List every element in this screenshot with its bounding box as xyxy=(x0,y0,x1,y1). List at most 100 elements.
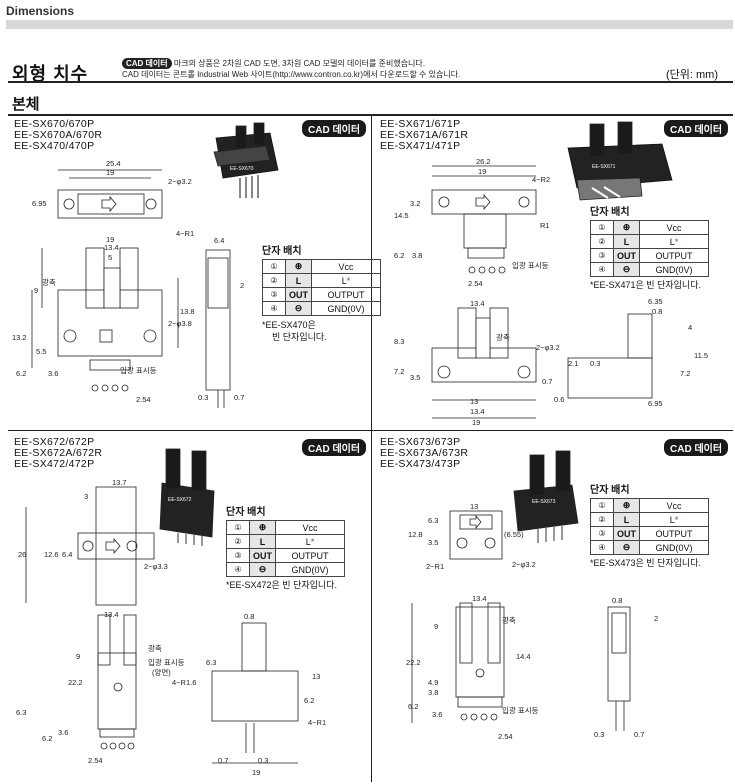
p3-dim-6-2b: 6.2 xyxy=(304,696,314,705)
pin-symbol: L xyxy=(285,273,312,288)
panel2-pin-title: 단자 배치 xyxy=(590,207,630,218)
p3-dim-0-7: 0.7 xyxy=(218,756,228,765)
p4-dim-hole: 2−φ3.2 xyxy=(512,560,536,569)
p4-product-label: EE-SX673 xyxy=(532,499,556,505)
pin-function: OUTPUT xyxy=(639,526,709,541)
panel3-models: EE-SX672/672P EE-SX672A/672R EE-SX472/47… xyxy=(14,437,102,470)
panel3-model-3: EE-SX472/472P xyxy=(14,458,95,470)
p4-dim-2: 2 xyxy=(654,614,658,623)
p1-dim-0-3: 0.3 xyxy=(198,393,208,402)
p4-dim-9: 9 xyxy=(434,622,438,631)
p3-label-indicator: 입광 표시등 xyxy=(148,657,185,667)
pin-num: ② xyxy=(590,234,614,249)
pin-symbol: L xyxy=(613,512,640,527)
pin-row: ①⊕Vcc xyxy=(226,520,345,535)
subsection-title: 본체 xyxy=(12,96,40,113)
p3-dim-2-54: 2.54 xyxy=(88,756,103,765)
p1-dim-2-54: 2.54 xyxy=(136,395,151,404)
frame-middle xyxy=(8,430,733,431)
pin-function: Vcc xyxy=(639,220,709,235)
p1-dim-19b: 19 xyxy=(106,235,114,244)
p1-dim-6-2: 6.2 xyxy=(16,369,26,378)
p2-dim-4: 4 xyxy=(688,323,692,332)
panel2-cad-button[interactable]: CAD 데이터 xyxy=(664,120,729,137)
pin-num: ③ xyxy=(590,526,614,541)
pin-symbol: ⊕ xyxy=(249,520,276,535)
p1-dim-19: 19 xyxy=(106,168,114,177)
p1-dim-13-8: 13.8 xyxy=(180,307,195,316)
pin-symbol: ⊕ xyxy=(285,259,312,274)
p3-dim-13-4: 13.4 xyxy=(104,610,119,619)
pin-row: ④⊖GND(0V) xyxy=(590,262,709,277)
p4-dim-6-55: (6.55) xyxy=(504,530,524,539)
pin-num: ① xyxy=(590,220,614,235)
frame-top xyxy=(8,114,733,116)
p1-dim-5: 5 xyxy=(108,253,112,262)
p2-dim-14-5: 14.5 xyxy=(394,211,409,220)
panel2-product-photo xyxy=(567,121,673,201)
pin-symbol: OUT xyxy=(285,287,312,302)
frame-vertical xyxy=(371,114,372,782)
pin-num: ④ xyxy=(226,562,250,577)
p2-dim-2-1: 2.1 xyxy=(568,359,578,368)
panel4-cad-button[interactable]: CAD 데이터 xyxy=(664,439,729,456)
p2-dim-26-2: 26.2 xyxy=(476,157,491,166)
p2-dim-r1: R1 xyxy=(540,221,550,230)
panel1-model-3: EE-SX470/470P xyxy=(14,140,95,152)
page-header-title: Dimensions xyxy=(6,4,75,18)
p2-dim-0-3: 0.3 xyxy=(590,359,600,368)
panel3-cad-button[interactable]: CAD 데이터 xyxy=(302,439,367,456)
p4-dim-6-2: 6.2 xyxy=(408,702,418,711)
panel1-pin-note-1: *EE-SX470은 xyxy=(262,320,316,330)
p1-product-label: EE-SX670 xyxy=(230,166,254,172)
panel4-models: EE-SX673/673P EE-SX673A/673R EE-SX473/47… xyxy=(380,437,468,470)
pin-row: ④⊖GND(0V) xyxy=(590,540,709,555)
pin-function: GND(0V) xyxy=(275,562,345,577)
pin-function: OUTPUT xyxy=(275,548,345,563)
panel2-model-2: EE-SX671A/671R xyxy=(380,129,469,141)
p2-dim-19b: 19 xyxy=(472,418,480,427)
panel4-pin-title: 단자 배치 xyxy=(590,485,630,496)
panel1-pin-note-2: 빈 단자입니다. xyxy=(272,332,327,342)
panel1-cad-button[interactable]: CAD 데이터 xyxy=(302,120,367,137)
pin-num: ③ xyxy=(226,548,250,563)
panel2-model-3: EE-SX471/471P xyxy=(380,140,461,152)
cad-note-line2: CAD 데이터는 콘트롤 Industrial Web 사이트(http://w… xyxy=(122,70,461,79)
panel1-product-photo xyxy=(213,122,279,198)
p2-dim-6-2: 6.2 xyxy=(394,251,404,260)
p3-dim-3: 3 xyxy=(84,492,88,501)
p3-dim-6-4: 6.4 xyxy=(62,550,72,559)
pin-function: L* xyxy=(275,534,345,549)
p4-dim-22-2: 22.2 xyxy=(406,658,421,667)
pin-symbol: OUT xyxy=(249,548,276,563)
p4-dim-13: 13 xyxy=(470,502,478,511)
panel2-model-1: EE-SX671/671P xyxy=(380,118,461,130)
p3-dim-4r1-6: 4−R1.6 xyxy=(172,678,196,687)
pin-function: OUTPUT xyxy=(639,248,709,263)
pin-num: ③ xyxy=(590,248,614,263)
p1-dim-hole: 2−φ3.2 xyxy=(168,177,192,186)
p1-dim-9: 9 xyxy=(34,286,38,295)
p4-dim-13-4: 13.4 xyxy=(472,594,487,603)
p3-dim-26: 26 xyxy=(18,550,26,559)
p2-dim-7-2b: 7.2 xyxy=(680,369,690,378)
pin-num: ① xyxy=(226,520,250,535)
p3-product-label: EE-SX672 xyxy=(168,497,192,503)
p3-dim-3-6: 3.6 xyxy=(58,728,68,737)
pin-symbol: L xyxy=(249,534,276,549)
p2-dim-4r2: 4−R2 xyxy=(532,175,550,184)
pin-row: ④⊖GND(0V) xyxy=(262,301,381,316)
panel1-model-2: EE-SX670A/670R xyxy=(14,129,103,141)
p2-dim-13-4b: 13.4 xyxy=(470,407,485,416)
p4-label-optical-axis: 광축 xyxy=(502,615,516,625)
